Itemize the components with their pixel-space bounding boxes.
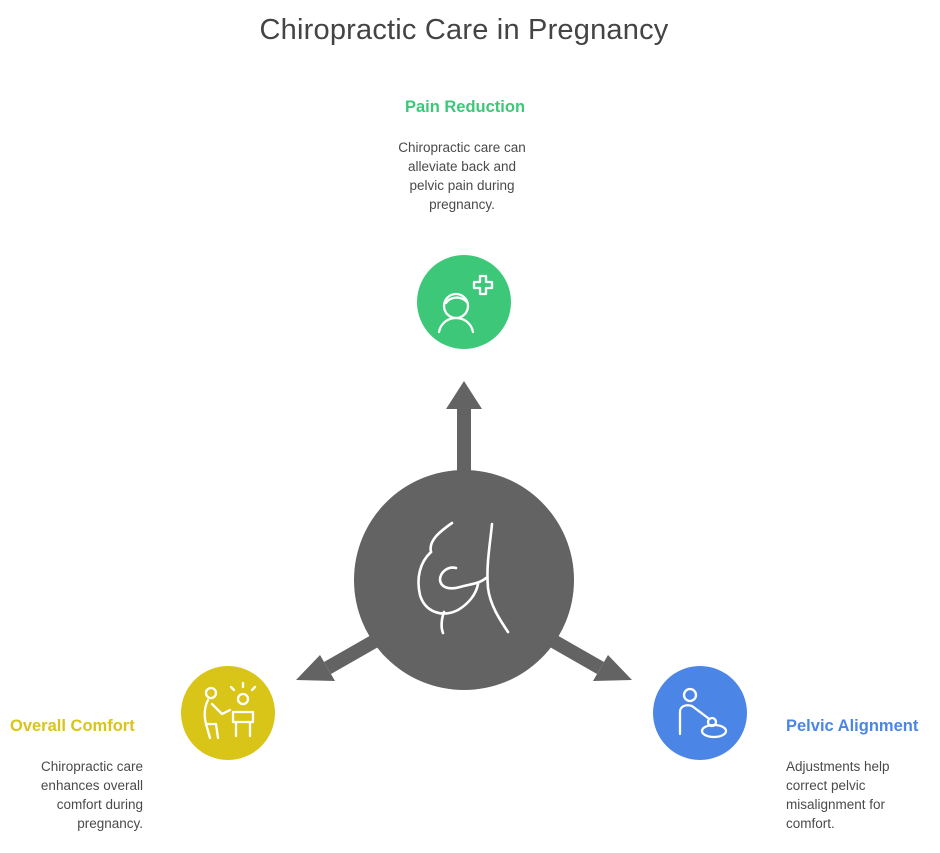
caregiver-icon [203, 681, 257, 740]
pelvic-alignment-heading: Pelvic Alignment [786, 717, 919, 735]
overall-comfort-circle [181, 666, 275, 760]
pain-reduction-description: Chiropractic care can alleviate back and… [398, 140, 526, 212]
pain-reduction-heading: Pain Reduction [404, 98, 526, 116]
arrow-up [446, 381, 482, 476]
patient-health-icon [437, 274, 494, 334]
pregnant-woman-icon [417, 521, 510, 635]
pain-reduction-circle [417, 255, 511, 349]
adjustment-icon [678, 687, 728, 739]
overall-comfort-heading: Overall Comfort [10, 717, 135, 735]
pelvic-alignment-description: Adjustments help correct pelvic misalign… [786, 759, 890, 831]
center-hub [354, 470, 574, 690]
overall-comfort-description: Chiropractic care enhances overall comfo… [40, 759, 143, 831]
diagram-title: Chiropractic Care in Pregnancy [259, 14, 669, 46]
